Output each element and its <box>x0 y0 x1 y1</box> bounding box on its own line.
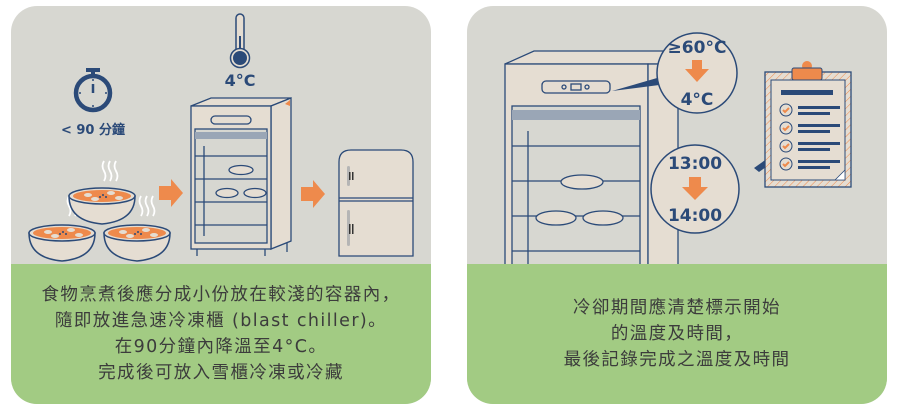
refrigerator-icon <box>338 149 414 257</box>
hot-bowls-icon <box>28 160 171 262</box>
left-caption: 食物烹煮後應分成小份放在較淺的容器內， 隨即放進急速冷凍櫃 (blast chi… <box>11 264 431 404</box>
time-to: 14:00 <box>668 206 722 226</box>
thermometer-icon <box>229 13 251 69</box>
caption-line: 完成後可放入雪櫃冷凍或冷藏 <box>98 363 344 383</box>
thermometer-label: 4°C <box>225 71 256 90</box>
timer-label: < 90 分鐘 <box>61 122 125 138</box>
temperature-bubble: ≥60°C 4°C <box>656 32 738 114</box>
caption-line: 最後記錄完成之溫度及時間 <box>563 350 791 370</box>
left-panel: < 90 分鐘 4°C <box>11 6 431 404</box>
temp-from: ≥60°C <box>668 38 727 58</box>
arrow-down-icon <box>685 60 709 82</box>
time-from: 13:00 <box>668 154 722 174</box>
right-illustration: ≥60°C 4°C 13:00 14:00 <box>504 32 852 264</box>
arrow-right-icon <box>301 180 325 208</box>
caption-line: 在90分鐘內降溫至4°C。 <box>114 337 328 357</box>
stopwatch-icon <box>73 68 113 113</box>
caption-line: 食物烹煮後應分成小份放在較淺的容器內， <box>41 285 401 305</box>
clipboard-checklist-icon <box>764 61 852 188</box>
caption-line: 的溫度及時間， <box>610 324 744 344</box>
right-panel: ≥60°C 4°C 13:00 14:00 <box>467 6 887 404</box>
blast-chiller-icon <box>190 97 292 256</box>
time-bubble: 13:00 14:00 <box>650 144 740 234</box>
arrow-down-icon <box>682 177 708 200</box>
caption-line: 隨即放進急速冷凍櫃 (blast chiller)。 <box>54 311 388 331</box>
temp-to: 4°C <box>681 90 714 110</box>
caption-line: 冷卻期間應清楚標示開始 <box>573 298 781 318</box>
right-caption: 冷卻期間應清楚標示開始 的溫度及時間， 最後記錄完成之溫度及時間 <box>467 264 887 404</box>
blast-chiller-icon <box>504 50 679 264</box>
left-illustration: < 90 分鐘 4°C <box>28 13 414 262</box>
arrow-right-icon <box>159 179 183 207</box>
